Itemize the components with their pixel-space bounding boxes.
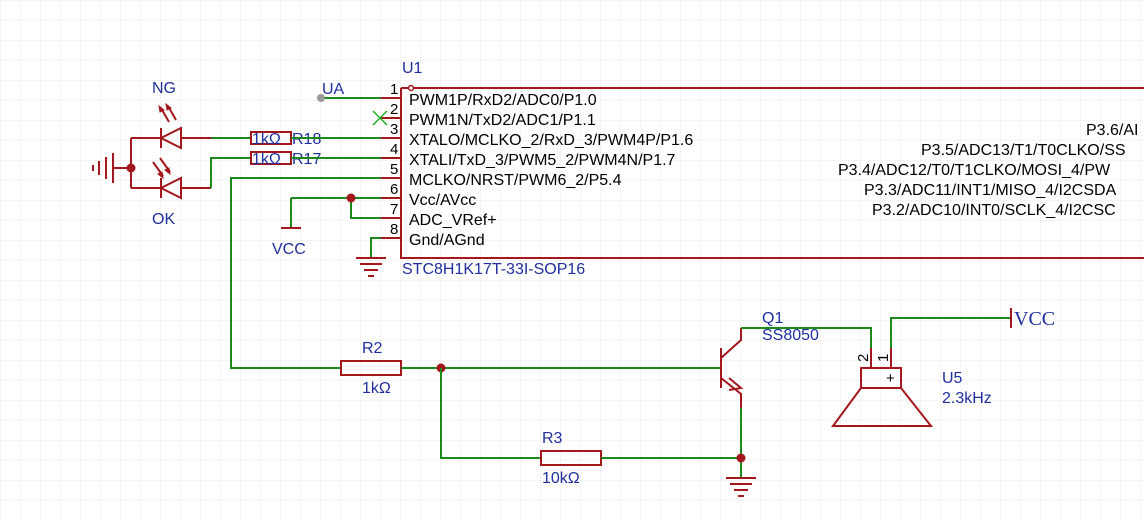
- wire-collector-buzzer: [741, 327, 872, 348]
- r3-value-label: 10kΩ: [542, 470, 580, 487]
- u1-pin-name: ADC_VRef+: [409, 212, 497, 229]
- r18-value-label: 1kΩ: [252, 131, 281, 148]
- r17-ref-label: R17: [292, 151, 321, 168]
- u5-ref-label: U5: [942, 370, 963, 387]
- driver-section[interactable]: R2 1kΩ R3 10kΩ Q1 SS8050: [230, 177, 1055, 497]
- power-section[interactable]: VCC: [272, 193, 386, 277]
- vcc-right-label: VCC: [1014, 308, 1055, 330]
- led-ok[interactable]: OK: [131, 157, 211, 228]
- q1-part-label: SS8050: [762, 327, 819, 344]
- u1-pin-name: P3.3/ADC11/INT1/MISO_4/I2CSDA: [864, 182, 1117, 199]
- u1-pin-name: PWM1P/RxD2/ADC0/P1.0: [409, 92, 597, 109]
- buzzer-plus-label: +: [886, 370, 895, 387]
- u1-pin-name: XTALI/TxD_3/PWM5_2/PWM4N/P1.7: [409, 152, 676, 169]
- wire-pin5-r2: [230, 177, 381, 369]
- led-ok-label: OK: [152, 211, 175, 228]
- u5-value-label: 2.3kHz: [942, 390, 992, 407]
- r17-value-label: 1kΩ: [252, 151, 281, 168]
- u1-chip[interactable]: U1 STC8H1K17T-33I-SOP16 1 2 3 4 5 6 7 8 …: [381, 60, 1144, 278]
- pin2-no-connect: [372, 110, 388, 126]
- wire-buzzer-vcc: [890, 317, 1011, 348]
- u1-pin-number: 4: [390, 141, 398, 158]
- u1-pin-name: P3.2/ADC10/INT0/SCLK_4/I2CSC: [872, 202, 1116, 219]
- vcc-symbol-right: VCC: [1010, 308, 1055, 330]
- vcc-symbol-left: VCC: [272, 198, 306, 258]
- led-ng[interactable]: NG: [131, 80, 211, 150]
- u1-pin-number: 3: [390, 121, 398, 138]
- ua-net[interactable]: UA: [317, 81, 381, 102]
- u1-pin-name: MCLKO/NRST/PWM6_2/P5.4: [409, 172, 622, 189]
- u1-pin-name: Vcc/AVcc: [409, 192, 476, 209]
- led-ng-label: NG: [152, 80, 176, 97]
- r18-ref-label: R18: [292, 131, 321, 148]
- u1-pin-number: 1: [390, 81, 398, 98]
- u1-pin-name: PWM1N/TxD2/ADC1/P1.1: [409, 112, 596, 129]
- wire-base-r3: [440, 368, 541, 459]
- buzzer-u5[interactable]: 2 1 + U5 2.3kHz: [831, 348, 992, 427]
- junction-dot: [346, 193, 356, 203]
- ua-net-port: [317, 94, 325, 102]
- u1-pin-number: 5: [390, 161, 398, 178]
- u1-pin-name: P3.4/ADC12/T0/T1CLKO/MOSI_4/PW: [838, 162, 1111, 179]
- led-section[interactable]: NG OK 1kΩ R18 1kΩ R17: [92, 80, 381, 228]
- ground-symbol-u1: [356, 257, 386, 277]
- junction-dot: [126, 163, 136, 173]
- wire-pin7-tie: [350, 198, 381, 219]
- junction-dot: [736, 453, 746, 463]
- vcc-left-label: VCC: [272, 241, 306, 258]
- u1-pin-number: 8: [390, 221, 398, 238]
- u1-pin-number: 2: [390, 101, 398, 118]
- u1-left-pin-stubs: [381, 97, 401, 239]
- u1-pin-number: 6: [390, 181, 398, 198]
- buzzer-pin2-label: 2: [855, 354, 872, 362]
- wire-ok-r17: [210, 157, 251, 188]
- u1-pin-name: XTALO/MCLKO_2/RxD_3/PWM4P/P1.6: [409, 132, 693, 149]
- resistor-r3[interactable]: R3 10kΩ: [540, 430, 602, 487]
- r3-ref-label: R3: [542, 430, 563, 447]
- u1-pin-name: P3.5/ADC13/T1/T0CLKO/SS: [921, 142, 1126, 159]
- q1-ref-label: Q1: [762, 310, 783, 327]
- u1-pin-name: Gnd/AGnd: [409, 232, 485, 249]
- u1-ref-label: U1: [402, 60, 423, 77]
- buzzer-pin1-label: 1: [875, 354, 892, 362]
- u1-part-label: STC8H1K17T-33I-SOP16: [402, 261, 585, 278]
- r2-ref-label: R2: [362, 340, 383, 357]
- u1-pin1-marker: [407, 84, 415, 92]
- resistor-r2[interactable]: R2 1kΩ: [340, 340, 402, 397]
- u1-body: [400, 87, 1144, 259]
- ua-label: UA: [322, 81, 345, 98]
- r2-value-label: 1kΩ: [362, 380, 391, 397]
- u1-pin-number: 7: [390, 201, 398, 218]
- u1-pin-name: P3.6/AI: [1086, 122, 1138, 139]
- transistor-q1[interactable]: Q1 SS8050: [720, 310, 819, 408]
- ground-symbol-q1: [726, 477, 756, 497]
- wire-gnd-pin8: [370, 237, 381, 258]
